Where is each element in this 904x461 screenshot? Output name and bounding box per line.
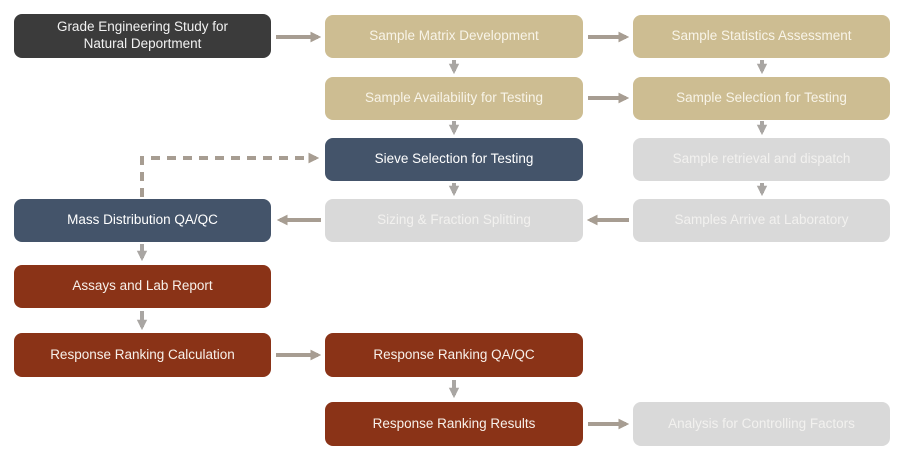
- flow-node-label: Sample Matrix Development: [369, 28, 539, 44]
- flow-node-label: Assays and Lab Report: [72, 278, 213, 294]
- flow-node-mass-distribution-qaqc: Mass Distribution QA/QC: [14, 199, 271, 242]
- flow-node-sieve-selection-for-testing: Sieve Selection for Testing: [325, 138, 583, 181]
- flow-node-analysis-for-controlling-factors: Analysis for Controlling Factors: [633, 402, 890, 446]
- flow-node-label: Sizing & Fraction Splitting: [377, 212, 531, 228]
- flow-node-label: Response Ranking QA/QC: [373, 346, 535, 362]
- flow-node-label: Analysis for Controlling Factors: [668, 415, 855, 431]
- flow-node-label: Grade Engineering Study for Natural Depo…: [56, 19, 229, 51]
- flow-node-response-ranking-calculation: Response Ranking Calculation: [14, 333, 271, 377]
- flow-node-label: Sample Availability for Testing: [364, 90, 544, 106]
- flow-node-sample-availability-for-testing: Sample Availability for Testing: [325, 77, 583, 120]
- flow-node-sizing-fraction-splitting: Sizing & Fraction Splitting: [325, 199, 583, 242]
- flow-node-label: Samples Arrive at Laboratory: [674, 212, 849, 228]
- flow-node-label: Mass Distribution QA/QC: [67, 212, 218, 228]
- flow-node-grade-engineering-study: Grade Engineering Study for Natural Depo…: [14, 14, 271, 58]
- flow-node-sample-retrieval-and-dispatch: Sample retrieval and dispatch: [633, 138, 890, 181]
- flow-node-label: Response Ranking Results: [372, 415, 536, 431]
- flow-node-samples-arrive-at-laboratory: Samples Arrive at Laboratory: [633, 199, 890, 242]
- flow-node-label: Sample retrieval and dispatch: [672, 151, 851, 167]
- flow-node-response-ranking-qaqc: Response Ranking QA/QC: [325, 333, 583, 377]
- flow-node-sample-selection-for-testing: Sample Selection for Testing: [633, 77, 890, 120]
- flow-node-assays-and-lab-report: Assays and Lab Report: [14, 265, 271, 308]
- flow-node-label: Sample Selection for Testing: [676, 90, 847, 106]
- flow-node-sample-matrix-development: Sample Matrix Development: [325, 15, 583, 58]
- flow-node-response-ranking-results: Response Ranking Results: [325, 402, 583, 446]
- flow-node-label: Sieve Selection for Testing: [374, 151, 534, 167]
- flow-node-label: Response Ranking Calculation: [50, 346, 235, 362]
- flow-node-sample-statistics-assessment: Sample Statistics Assessment: [633, 15, 890, 58]
- flow-node-label: Sample Statistics Assessment: [671, 28, 852, 44]
- arrow-massdist-to-sieve-feedback: [140, 152, 320, 197]
